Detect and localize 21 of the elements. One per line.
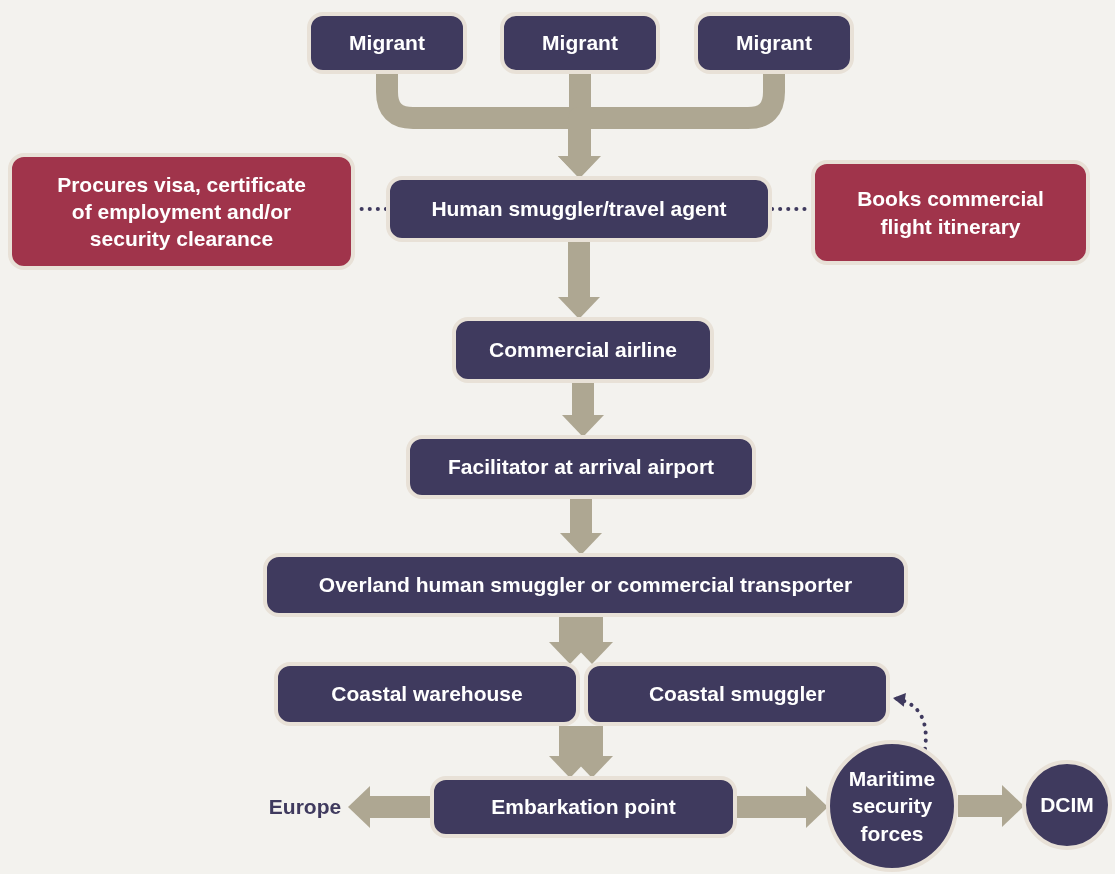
dotted-connector	[891, 693, 928, 751]
process-box: Migrant	[307, 12, 467, 74]
arrow	[558, 74, 785, 178]
process-box: Embarkation point	[430, 776, 737, 838]
process-box: Migrant	[694, 12, 854, 74]
arrow	[562, 383, 604, 437]
process-box: Overland human smuggler or commercial transporter	[263, 553, 908, 617]
process-box: Facilitator at arrival airport	[406, 435, 756, 499]
arrow	[560, 499, 602, 555]
process-box: Commercial airline	[452, 317, 714, 383]
arrow	[348, 786, 430, 828]
process-box: Migrant	[500, 12, 660, 74]
process-box: Human smuggler/travel agent	[386, 176, 772, 242]
arrow	[958, 785, 1024, 827]
process-box: Coastal warehouse	[274, 662, 580, 726]
note-box: Procures visa, certificate of employment and/or security clearance	[8, 153, 355, 270]
process-box: Coastal smuggler	[584, 662, 890, 726]
note-box: Books commercial flight itinerary	[811, 160, 1090, 265]
arrow	[558, 242, 600, 319]
arrow	[737, 786, 828, 828]
destination-text: Europe	[260, 794, 350, 820]
